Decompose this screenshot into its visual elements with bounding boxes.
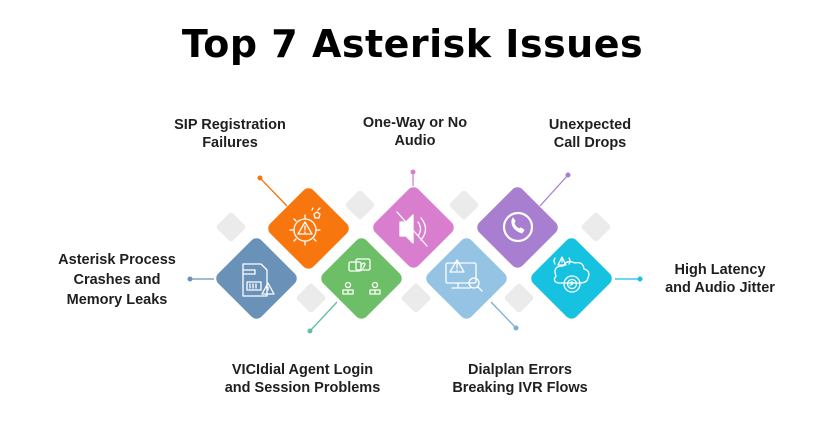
label-call-drops: Unexpected Call Drops bbox=[548, 117, 632, 151]
diamond-dialplan-errors bbox=[426, 238, 507, 319]
diamond-latency-jitter bbox=[531, 238, 612, 319]
page-title: Top 7 Asterisk Issues bbox=[181, 22, 644, 66]
connectors bbox=[187, 169, 643, 334]
memory-card-warning-icon bbox=[242, 263, 275, 297]
label-agent-login: VICIdial Agent Login and Session Problem… bbox=[224, 362, 381, 396]
decorative-tiles bbox=[216, 190, 611, 313]
phone-circle-icon bbox=[502, 211, 534, 243]
label-one-way-audio: One-Way or No Audio bbox=[362, 115, 468, 149]
cloud-signal-warning-icon bbox=[553, 256, 590, 293]
label-sip-registration: SIP Registration Failures bbox=[174, 117, 286, 151]
monitor-warning-search-icon bbox=[445, 259, 483, 292]
label-process-crashes: Asterisk Process Crashes and Memory Leak… bbox=[58, 252, 176, 308]
diamond-agent-login bbox=[321, 238, 402, 319]
gear-warning-icon bbox=[289, 207, 321, 246]
diamond-process-crashes bbox=[216, 238, 297, 319]
speaker-muted-icon bbox=[396, 211, 428, 247]
users-question-icon bbox=[342, 258, 381, 295]
label-dialplan-errors: Dialplan Errors Breaking IVR Flows bbox=[452, 362, 588, 396]
label-latency-jitter: High Latency and Audio Jitter bbox=[665, 262, 775, 296]
